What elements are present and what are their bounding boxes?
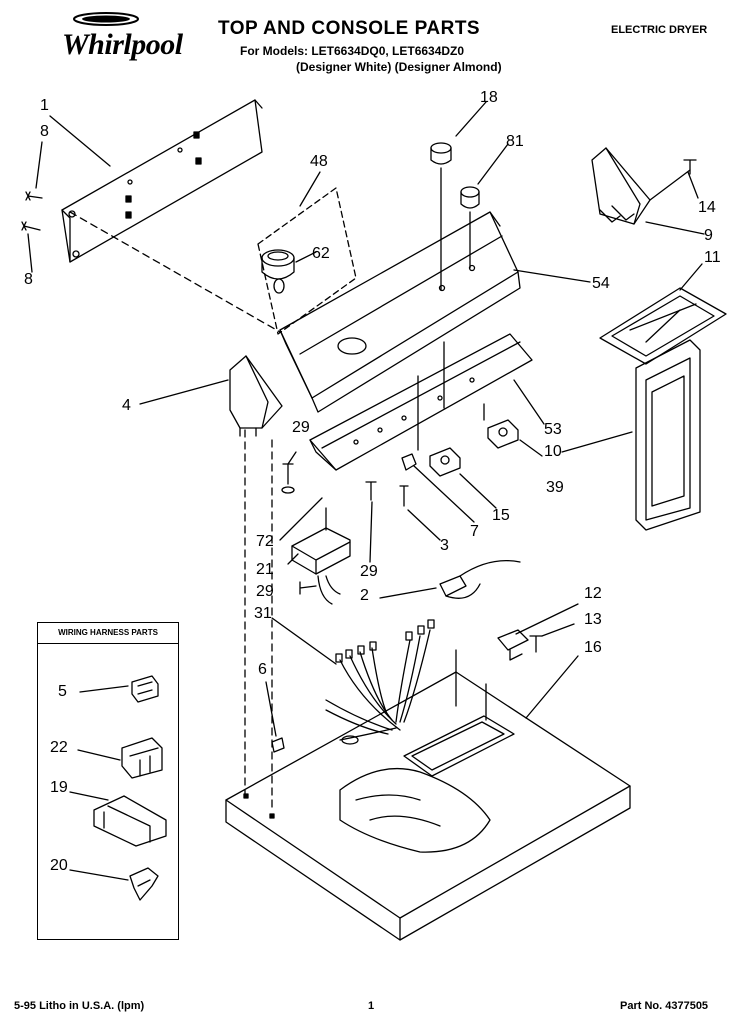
- wire-harness-31-part: [325, 619, 435, 745]
- callout-39: 39: [546, 479, 564, 496]
- rear-bracket-part: [61, 99, 263, 263]
- brand-logo: Whirlpool: [62, 28, 183, 61]
- callout-15: 15: [492, 507, 510, 524]
- bracket-7-part: [401, 453, 417, 471]
- callout-81: 81: [506, 133, 524, 150]
- callout-54: 54: [592, 275, 610, 292]
- callout-29a: 29: [292, 419, 310, 436]
- callout-2: 2: [360, 587, 369, 604]
- callout-6: 6: [258, 661, 267, 678]
- callout-62: 62: [312, 245, 330, 262]
- page-title: TOP AND CONSOLE PARTS: [218, 18, 481, 39]
- timer-knob-part: [261, 249, 295, 294]
- callout-16: 16: [584, 639, 602, 656]
- product-type: ELECTRIC DRYER: [611, 24, 708, 36]
- inset-harness-parts: [93, 675, 167, 901]
- top-panel-16-part: [225, 649, 631, 941]
- callout-4: 4: [122, 397, 131, 414]
- callout-3: 3: [440, 537, 449, 554]
- callout-18: 18: [480, 89, 498, 106]
- switch-39-part: [483, 403, 519, 449]
- bracket-12-part: [497, 629, 543, 661]
- callout-9: 9: [704, 227, 713, 244]
- leader-lines: [27, 101, 705, 881]
- clip-6-part: [271, 737, 285, 753]
- callout-1: 1: [40, 97, 49, 114]
- callout-19: 19: [50, 779, 68, 796]
- callout-13: 13: [584, 611, 602, 628]
- washer-72-part: [281, 486, 295, 494]
- knob-18-part: [430, 142, 452, 291]
- knob-81-part: [460, 186, 480, 269]
- print-info: 5-95 Litho in U.S.A. (lpm): [14, 1000, 145, 1012]
- model-variants: (Designer White) (Designer Almond): [296, 60, 502, 74]
- whirlpool-logo-swoosh-icon: [73, 12, 139, 26]
- callout-29b: 29: [360, 563, 378, 580]
- model-numbers: For Models: LET6634DQ0, LET6634DZ0: [240, 44, 465, 58]
- callout-22: 22: [50, 739, 68, 756]
- switch-15-part: [429, 447, 461, 477]
- part-number: Part No. 4377505: [620, 1000, 709, 1012]
- callout-21: 21: [256, 561, 274, 578]
- callout-14: 14: [698, 199, 716, 216]
- callout-8: 8: [40, 123, 49, 140]
- wire-harness-2-part: [439, 559, 521, 599]
- wiring-harness-inset-title: WIRING HARNESS PARTS: [37, 622, 179, 644]
- callout-5: 5: [58, 683, 67, 700]
- callout-11: 11: [704, 249, 721, 266]
- mounting-channel-part: [309, 333, 533, 471]
- callout-20: 20: [50, 857, 68, 874]
- callout-31: 31: [254, 605, 272, 622]
- control-console-part: [279, 211, 521, 413]
- callout-8b: 8: [24, 271, 33, 288]
- callout-12: 12: [584, 585, 602, 602]
- callout-10: 10: [544, 443, 562, 460]
- callout-7: 7: [470, 523, 479, 540]
- timer-21-part: [291, 507, 351, 605]
- callout-72: 72: [256, 533, 274, 550]
- console-end-cap-part: [229, 355, 283, 437]
- page-number: 1: [368, 1000, 375, 1012]
- callout-53: 53: [544, 421, 562, 438]
- hinge-bracket-9-part: [591, 147, 697, 225]
- screw-3-part: [399, 485, 409, 507]
- lint-screen-parts: [599, 287, 727, 531]
- wiring-harness-inset: [37, 622, 179, 940]
- screw-parts: [21, 191, 43, 231]
- callout-48: 48: [310, 153, 328, 170]
- callout-29c: 29: [256, 583, 274, 600]
